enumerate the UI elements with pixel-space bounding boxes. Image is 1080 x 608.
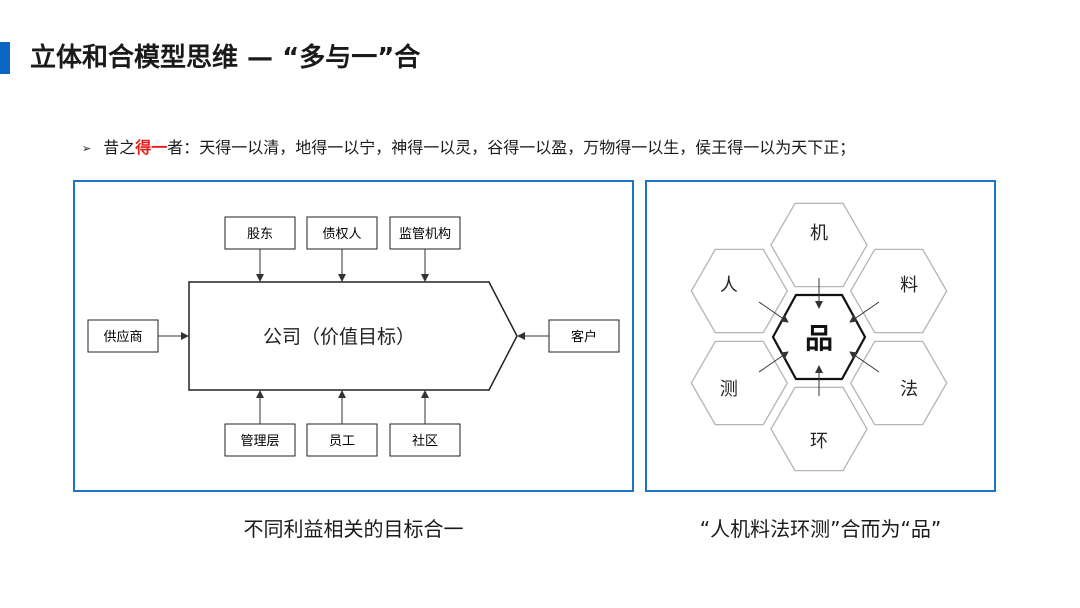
outer-hexagon — [770, 202, 868, 288]
stakeholder-label: 员工 — [329, 434, 355, 449]
bullet-arrow-icon: ➢ — [82, 142, 92, 155]
stakeholder-label: 社区 — [412, 433, 438, 449]
outer-hexagon — [849, 340, 948, 426]
quote-highlight: 得一 — [135, 138, 168, 157]
stakeholder-box-top-1: 股东 — [224, 216, 296, 250]
stakeholder-label: 管理层 — [240, 434, 279, 449]
center-label: 品 — [805, 322, 833, 355]
outer-hexagon — [690, 248, 789, 334]
hex-label: 环 — [810, 431, 828, 452]
page-title: 立体和合模型思维 — “多与一”合 — [30, 43, 421, 73]
stakeholder-box-top-3: 监管机构 — [389, 216, 461, 250]
stakeholder-box-top-2: 债权人 — [306, 216, 378, 250]
arrows — [158, 249, 549, 424]
quote-prefix: 昔之 — [103, 138, 136, 157]
arrow — [758, 351, 789, 373]
stakeholder-box-right: 客户 — [548, 319, 620, 353]
stakeholder-label: 股东 — [247, 227, 273, 242]
stakeholder-diagram: 公司（价值目标） 股东 债权人 监管机构 管理层 员工 社区 — [87, 216, 620, 457]
outer-hexagon — [690, 340, 789, 426]
stakeholder-box-bottom-3: 社区 — [389, 423, 461, 457]
hexagon-diagram: 机料法环 测 人 品 — [690, 202, 948, 472]
stakeholder-box-left: 供应商 — [87, 319, 159, 353]
center-hexagon — [771, 293, 867, 381]
hex-label: 料 — [900, 275, 918, 296]
hexagon-diagram-panel: 机料法环 测 人 品 — [645, 180, 996, 492]
hexagon-caption: “人机料法环测”合而为“品” — [699, 517, 942, 541]
stakeholder-label: 债权人 — [322, 226, 361, 242]
stakeholder-caption: 不同利益相关的目标合一 — [243, 517, 464, 541]
title-accent-bar — [0, 42, 10, 74]
arrow — [849, 351, 880, 373]
company-label: 公司（价值目标） — [263, 326, 415, 348]
stakeholder-label: 供应商 — [103, 329, 142, 345]
stakeholder-box-bottom-1: 管理层 — [224, 423, 296, 457]
stakeholder-diagram-panel: 公司（价值目标） 股东 债权人 监管机构 管理层 员工 社区 — [73, 180, 634, 492]
company-shape — [188, 281, 518, 391]
hex-label: 机 — [810, 223, 828, 244]
hex-label: 法 — [900, 379, 918, 400]
arrow — [758, 301, 789, 323]
stakeholder-label: 客户 — [571, 329, 597, 345]
hex-label: 人 — [720, 275, 738, 296]
hex-label: 测 — [720, 379, 738, 400]
quote-line: ➢ 昔之得一者：天得一以清，地得一以宁，神得一以灵，谷得一以盈，万物得一以生，侯王… — [82, 137, 855, 161]
stakeholder-box-bottom-2: 员工 — [306, 423, 378, 457]
hexagon-group: 机料法环 测 人 — [690, 202, 948, 472]
outer-hexagon — [849, 248, 948, 334]
outer-hexagon — [770, 386, 868, 472]
arrow — [849, 301, 880, 323]
quote-rest: 者：天得一以清，地得一以宁，神得一以灵，谷得一以盈，万物得一以生，侯王得一以为天… — [167, 138, 856, 157]
hex-arrows — [758, 278, 880, 396]
stakeholder-label: 监管机构 — [399, 227, 451, 242]
